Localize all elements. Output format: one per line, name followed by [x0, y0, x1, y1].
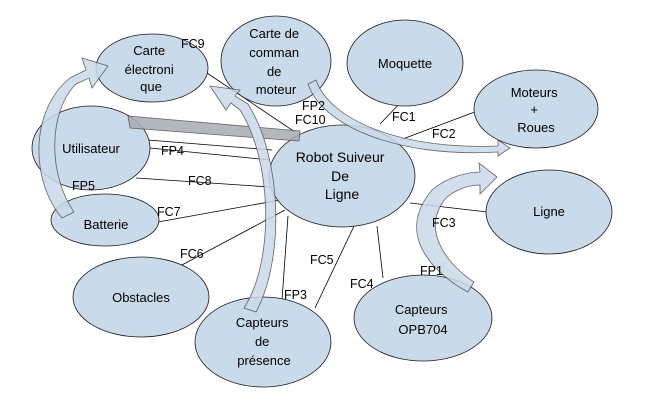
node-moquette: Moquette [346, 19, 464, 107]
label-fp4: FP4 [161, 144, 184, 158]
svg-text:Capteurs OPB704: Capteurs OPB704 [395, 302, 451, 337]
svg-text:Utilisateur: Utilisateur [62, 141, 120, 156]
moteurs-roues-line-2: + [530, 102, 538, 117]
capteurs-presence-line-1: Capteurs [236, 315, 289, 330]
carte-commande-line-4: moteur [256, 82, 297, 97]
center-line-3: Ligne [325, 186, 359, 202]
carte-electronique-line-1: Carte [133, 43, 165, 58]
moquette-label: Moquette [378, 56, 432, 71]
node-robot-center: Robot Suiveur De Ligne [268, 124, 416, 228]
capteurs-presence-line-2: de [255, 334, 269, 349]
moteurs-roues-line-3: Roues [517, 120, 555, 135]
svg-text:Batterie: Batterie [84, 217, 129, 232]
arrow-fp1 [416, 162, 498, 293]
label-fc5: FC5 [310, 253, 334, 267]
arrow-fp5 [38, 57, 109, 219]
line-fc7 [157, 199, 281, 223]
label-fc3: FC3 [432, 216, 456, 230]
svg-text:Robot Suiveur De L: Robot Suiveur De Ligne [296, 149, 389, 202]
line-fc8 [135, 177, 271, 188]
line-fp4 [149, 147, 271, 161]
arrow-fp3 [209, 85, 277, 313]
node-utilisateur: Utilisateur [31, 105, 151, 191]
obstacles-label: Obstacles [112, 290, 170, 305]
line-fc4 [376, 225, 384, 279]
label-fc6: FC6 [180, 247, 204, 261]
label-fp3: FP3 [284, 288, 307, 302]
svg-text:Carte de comman de: Carte de comman de moteur [249, 26, 303, 97]
svg-text:Moteurs + Roues: Moteurs + Roues [511, 85, 562, 135]
carte-commande-line-3: de [267, 64, 281, 79]
line-fc5 [314, 223, 356, 309]
node-capteurs-opb704: Capteurs OPB704 [353, 274, 493, 362]
line-fp3 [281, 215, 289, 301]
label-fc2: FC2 [432, 127, 456, 141]
carte-electronique-line-3: que [140, 79, 162, 94]
ligne-label: Ligne [533, 204, 565, 219]
label-fc1: FC1 [392, 110, 416, 124]
capteurs-opb-line-2: OPB704 [398, 322, 447, 337]
node-moteurs-roues: Moteurs + Roues [473, 69, 599, 149]
connection-lines [135, 72, 488, 309]
center-line-2: De [331, 168, 349, 184]
arrow-fp4 [127, 115, 301, 142]
label-fc8: FC8 [188, 174, 212, 188]
svg-text:Moquette: Moquette [378, 56, 432, 71]
node-batterie: Batterie [50, 193, 160, 247]
svg-text:Obstacles: Obstacles [112, 290, 170, 305]
label-fc4: FC4 [350, 277, 374, 291]
node-carte-commande: Carte de comman de moteur [220, 15, 332, 107]
node-obstacles: Obstacles [72, 256, 210, 338]
label-fc9: FC9 [181, 37, 205, 51]
carte-commande-line-2: comman [249, 45, 299, 60]
svg-text:Ligne: Ligne [533, 204, 565, 219]
center-line-1: Robot Suiveur [296, 149, 385, 165]
carte-electronique-line-2: électroni [125, 62, 174, 77]
label-fp2: FP2 [302, 99, 325, 113]
svg-text:Capteurs de présen: Capteurs de présence [236, 315, 292, 368]
label-fc10: FC10 [295, 113, 326, 127]
label-fp1: FP1 [420, 264, 443, 278]
label-fp5: FP5 [72, 179, 95, 193]
moteurs-roues-line-1: Moteurs [511, 85, 558, 100]
capteurs-presence-line-3: présence [237, 353, 290, 368]
node-ligne: Ligne [485, 169, 613, 255]
carte-commande-line-1: Carte de [249, 26, 299, 41]
arrow-fp2 [307, 79, 511, 157]
utilisateur-label: Utilisateur [62, 141, 120, 156]
function-arrows [38, 57, 511, 313]
batterie-label: Batterie [84, 217, 129, 232]
capteurs-opb-line-1: Capteurs [395, 302, 448, 317]
node-capteurs-presence: Capteurs de présence [194, 296, 332, 388]
function-labels: FC9 FP2 FC10 FC1 FC2 FP4 FP5 FC8 FC7 FC6… [72, 37, 456, 302]
line-fc9 [206, 72, 296, 133]
label-fc7: FC7 [157, 205, 181, 219]
line-fc10 [147, 139, 273, 151]
svg-text:Carte électroni qu: Carte électroni que [125, 43, 178, 94]
line-fc2 [399, 109, 481, 141]
